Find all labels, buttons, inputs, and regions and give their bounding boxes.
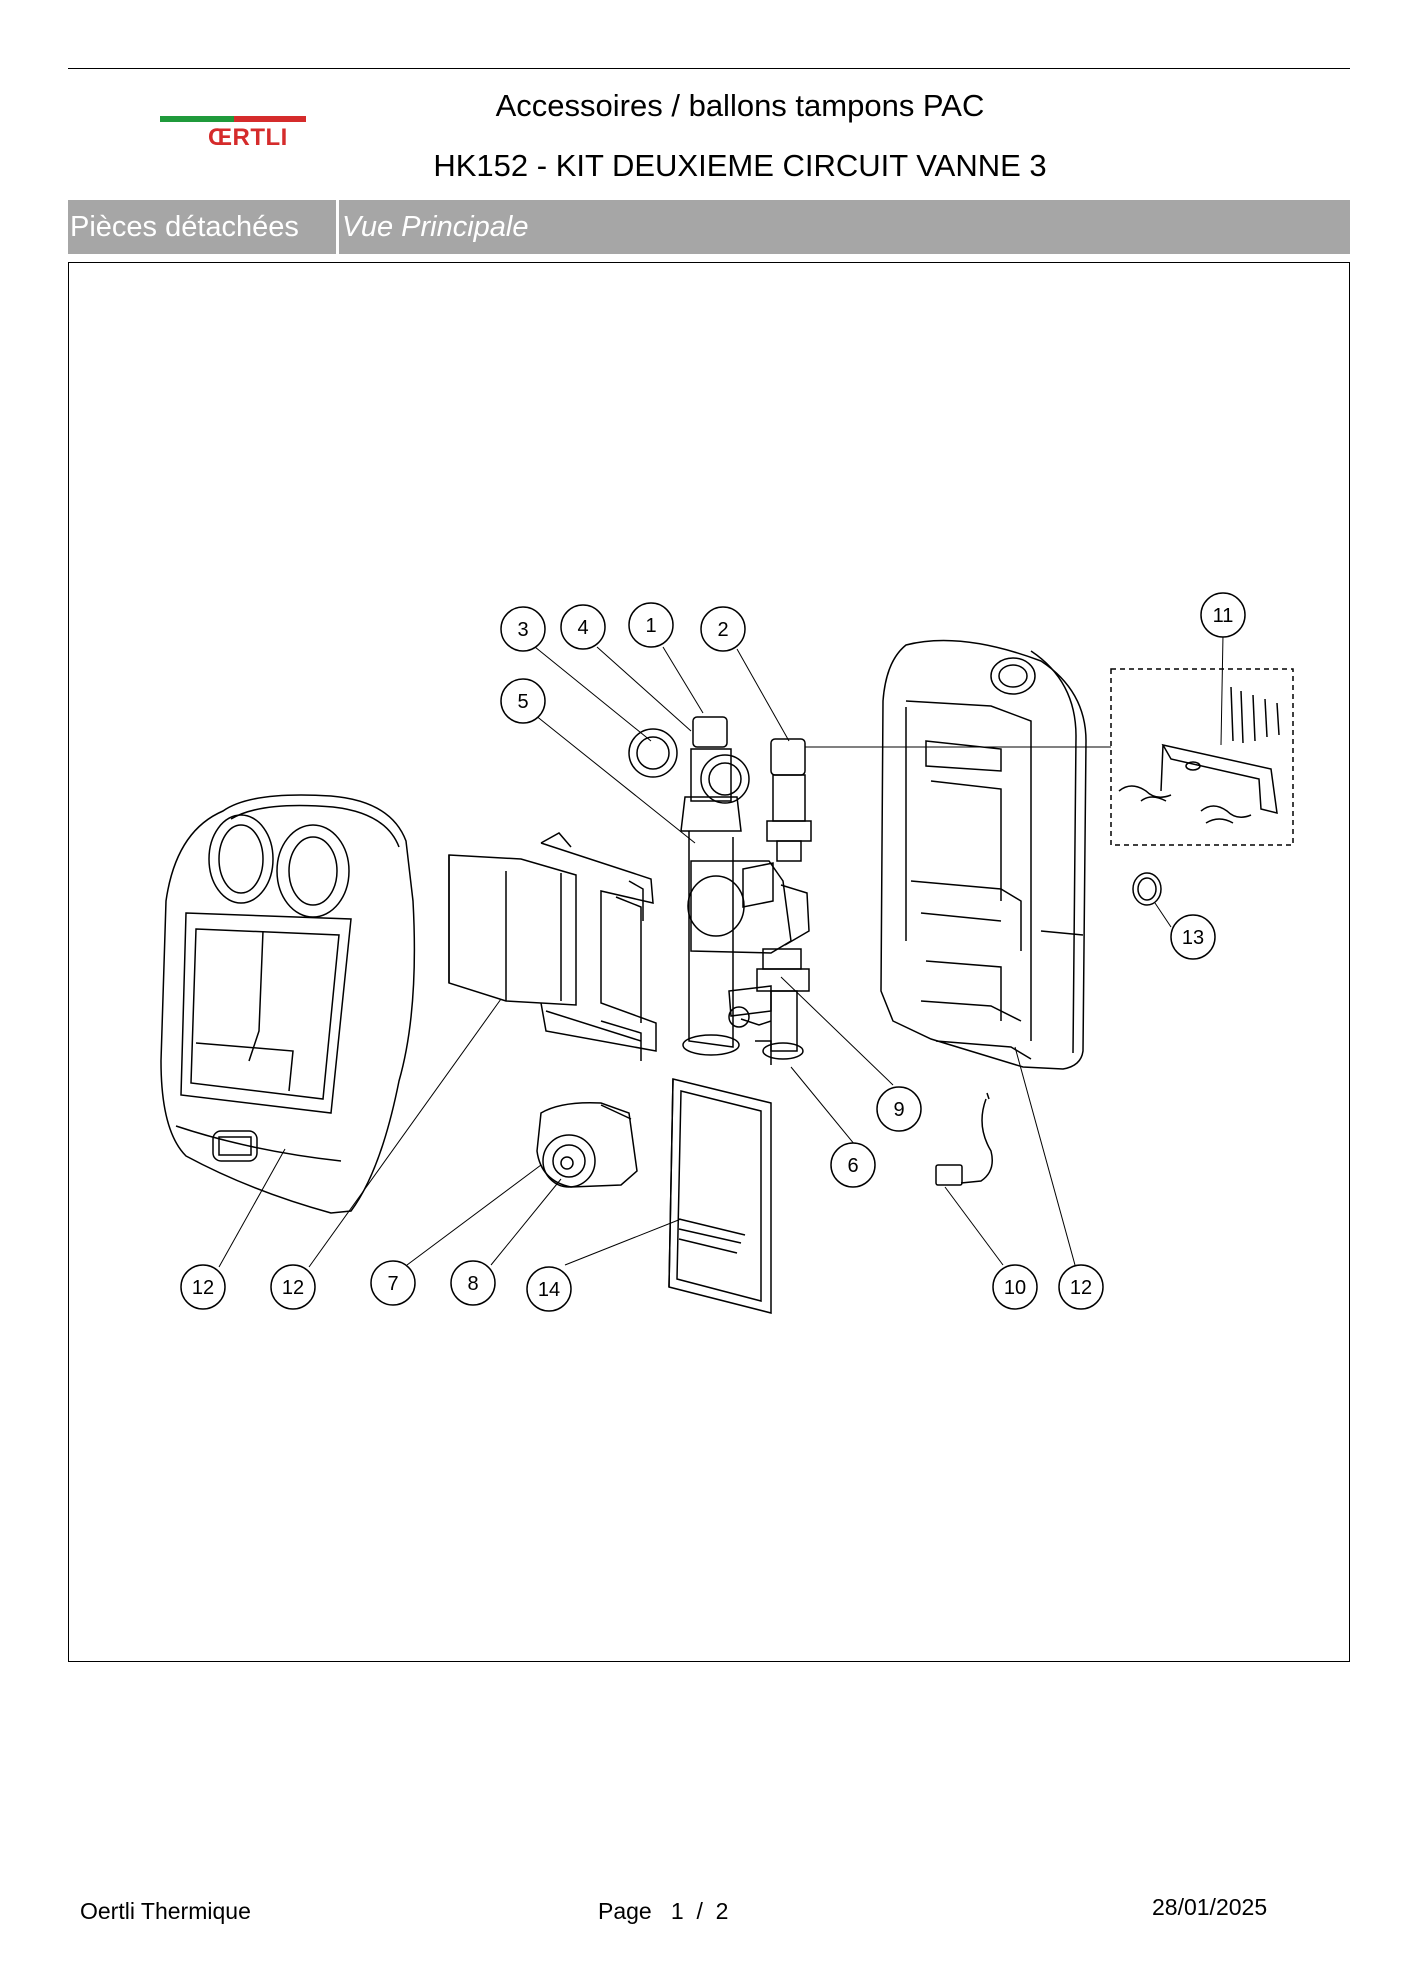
callout-4-label: 4	[577, 617, 588, 639]
section-left-label: Pièces détachées	[70, 211, 299, 243]
footer-page-number: Page 1 / 2	[598, 1898, 729, 1924]
callout-6-label: 6	[847, 1155, 858, 1177]
bracket-shape	[1110, 668, 1294, 846]
callout-7: 7	[370, 1260, 416, 1306]
insulation-shell-shape	[448, 832, 657, 1061]
callout-10-label: 10	[1004, 1277, 1026, 1299]
callout-8-label: 8	[467, 1273, 478, 1295]
front-cover-shape	[160, 794, 416, 1214]
callout-3-label: 3	[517, 619, 528, 641]
section-right-label: Vue Principale	[342, 211, 529, 243]
callout-12c: 12	[1058, 1264, 1104, 1310]
manual-shape	[668, 1078, 772, 1314]
diagram-frame: 3 4 1 2 5 11 13 9 6 12 12 7 8 14 10 12	[68, 262, 1350, 1662]
callout-14-label: 14	[538, 1279, 560, 1301]
callout-12c-label: 12	[1070, 1277, 1092, 1299]
callout-11-label: 11	[1213, 605, 1234, 627]
callout-14: 14	[526, 1266, 572, 1312]
callout-10: 10	[992, 1264, 1038, 1310]
section-divider	[336, 200, 339, 254]
diagram-drawing	[160, 634, 1294, 1314]
callout-13: 13	[1170, 914, 1216, 960]
leader-lines	[218, 634, 1224, 1268]
callout-9-label: 9	[893, 1099, 904, 1121]
callout-3: 3	[500, 606, 546, 652]
callout-1: 1	[628, 602, 674, 648]
logo-red-bar	[234, 116, 306, 122]
oertli-logo: ŒRTLI	[158, 114, 308, 154]
section-bar: Pièces détachées Vue Principale	[68, 200, 1350, 254]
logo-green-bar	[160, 116, 234, 122]
callout-4: 4	[560, 604, 606, 650]
callout-1-label: 1	[645, 615, 656, 637]
callout-5-label: 5	[517, 691, 528, 713]
callout-7-label: 7	[387, 1273, 398, 1295]
callout-5: 5	[500, 678, 546, 724]
footer-company: Oertli Thermique	[80, 1898, 251, 1924]
logo-text: ŒRTLI	[208, 124, 288, 151]
callout-8: 8	[450, 1260, 496, 1306]
gasket-shape	[1132, 872, 1162, 906]
exploded-view-diagram: 3 4 1 2 5 11 13 9 6 12 12 7 8 14 10 12	[160, 592, 1294, 1314]
callout-12a: 12	[180, 1264, 226, 1310]
callout-2-label: 2	[717, 619, 728, 641]
callout-9: 9	[876, 1086, 922, 1132]
backplate-shape	[880, 639, 1087, 1070]
top-rule	[68, 68, 1350, 69]
footer-date: 28/01/2025	[1152, 1894, 1268, 1920]
pump-group-shape	[628, 716, 812, 1065]
callout-13-label: 13	[1182, 927, 1204, 949]
callout-11: 11	[1200, 592, 1246, 638]
callout-12b: 12	[270, 1264, 316, 1310]
callout-2: 2	[700, 606, 746, 652]
probe-cable-shape	[935, 1092, 993, 1186]
actuator-shape	[536, 1101, 638, 1188]
callouts: 3 4 1 2 5 11 13 9 6 12 12 7 8 14 10 12	[180, 592, 1246, 1312]
callout-6: 6	[830, 1142, 876, 1188]
category-title: Accessoires / ballons tampons PAC	[495, 88, 985, 123]
callout-12b-label: 12	[282, 1277, 304, 1299]
product-title: HK152 - KIT DEUXIEME CIRCUIT VANNE 3	[433, 148, 1047, 183]
callout-12a-label: 12	[192, 1277, 214, 1299]
